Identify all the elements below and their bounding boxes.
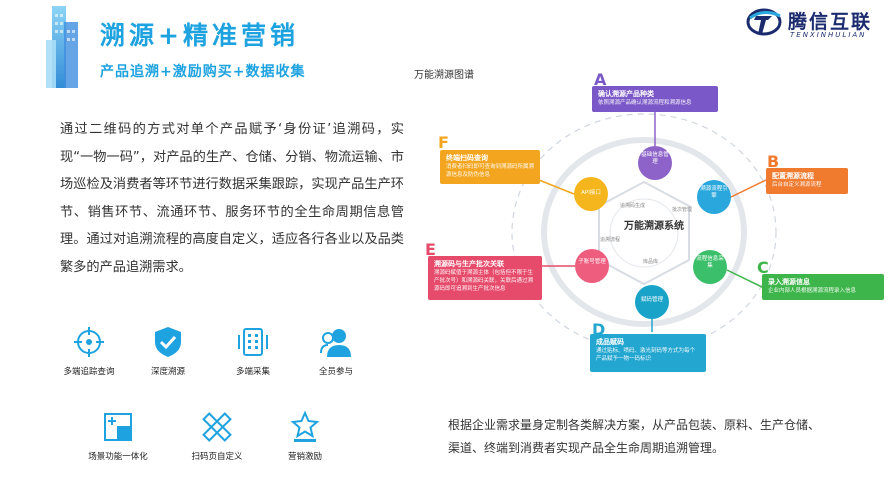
ruler-pencil-icon (202, 412, 232, 442)
feature-item: 营销激励 (260, 410, 350, 462)
node-coding (635, 285, 669, 319)
box-letter: E (425, 240, 436, 259)
traceability-diagram (511, 110, 777, 351)
box-letter: C (757, 258, 769, 277)
target-icon (74, 327, 104, 357)
step-box-b: 配置溯源流程 后台自定义溯源流程 (766, 168, 848, 194)
feature-label: 营销激励 (287, 452, 322, 462)
feature-item: 全员参与 (291, 325, 381, 377)
box-text: 消费者扫码即可查询到溯源码所属溯源信息及防伪信息 (446, 164, 535, 178)
box-text: 溯源码赋值于溯源主体（包括但不限于生产批次号）和溯源码关联，关联后通过溯源码即可… (434, 270, 534, 292)
page-subtitle: 产品追溯+激励购买+数据收集 (100, 64, 306, 80)
box-title: 终端扫码查询 (446, 154, 488, 162)
center-sub-label: 库品库 (643, 259, 659, 265)
shield-check-icon (155, 327, 181, 357)
center-sub-label: 追溯码生成 (620, 203, 646, 209)
node-flow-engine (697, 180, 731, 214)
step-box-d: 成品赋码 通过贴标、喷码、激光刻码等方式为每个产品赋予一物一码标识 (590, 334, 706, 372)
center-sub-label: 批次管理 (672, 207, 693, 213)
feature-item: 扫码页自定义 (172, 410, 262, 462)
step-box-a: 确认溯源产品种类 依照溯源产品确认溯源流程和溯源信息 (592, 86, 718, 112)
node-api (574, 177, 608, 211)
box-text: 企业内部人员根据溯源流程录入信息 (768, 288, 857, 294)
multi-device-icon (238, 328, 268, 356)
box-text: 后台自定义溯源流程 (772, 182, 822, 188)
feature-label: 多端追踪查询 (63, 367, 115, 377)
box-title: 配置溯源流程 (772, 172, 814, 180)
node-label: 子账号管理 (578, 259, 606, 265)
feature-item: 场景功能一体化 (73, 410, 163, 462)
solution-description: 根据企业需求量身定制各类解决方案，从产品包装、原料、生产仓储、渠道、终端到消费者… (448, 418, 821, 455)
node-label: API接口 (581, 190, 601, 196)
diagram-center-label: 万能溯源系统 (624, 221, 684, 232)
scene-icon (104, 413, 132, 441)
feature-label: 深度溯源 (150, 367, 185, 377)
node-label: 基础信息管理 (641, 152, 669, 165)
center-sub-label: 追溯流程 (600, 237, 621, 243)
step-box-e: 溯源码与生产批次关联 溯源码赋值于溯源主体（包括但不限于生产批次号）和溯源码关联… (428, 256, 542, 300)
users-icon (320, 329, 351, 357)
feature-label: 场景功能一体化 (88, 452, 148, 462)
node-sub-account (575, 249, 609, 283)
brand-logo: 腾信互联 TENXINHULIAN (746, 4, 886, 40)
step-box-f: 终端扫码查询 消费者扫码即可查询到溯源码所属溯源信息及防伪信息 (440, 150, 540, 184)
feature-label: 全员参与 (318, 367, 353, 377)
logo-text-en: TENXINHULIAN (790, 31, 867, 39)
box-title: 成品赋码 (596, 338, 624, 346)
feature-label: 多端采集 (235, 367, 270, 377)
node-flow-collect (693, 250, 727, 284)
box-text: 通过贴标、喷码、激光刻码等方式为每个产品赋予一物一码标识 (596, 348, 696, 362)
node-basic-info (638, 146, 672, 180)
node-label: 赋码管理 (640, 297, 663, 303)
node-label: 溯源流程引擎 (700, 186, 728, 199)
feature-item: 多端采集 (208, 325, 298, 377)
node-label: 流程信息采集 (696, 256, 724, 269)
feature-label: 扫码页自定义 (191, 452, 243, 462)
box-letter: A (594, 70, 607, 89)
intro-paragraph: 通过二维码的方式对单个产品赋予‘身份证’追溯码，实现“一物一码”，对产品的生产、… (60, 122, 404, 275)
logo-mark-icon (746, 8, 782, 36)
page-title: 溯源+精准营销 (100, 21, 299, 50)
diagram-title: 万能溯源图谱 (414, 70, 474, 81)
box-letter: F (438, 133, 449, 152)
box-title: 溯源码与生产批次关联 (434, 260, 504, 268)
star-trophy-icon (290, 410, 320, 442)
feature-item: 多端追踪查询 (44, 325, 134, 377)
box-text: 依照溯源产品确认溯源流程和溯源信息 (598, 100, 692, 106)
building-illustration-icon (46, 6, 78, 88)
box-title: 录入溯源信息 (768, 278, 810, 286)
feature-item: 深度溯源 (123, 325, 213, 377)
step-box-c: 录入溯源信息 企业内部人员根据溯源流程录入信息 (762, 274, 884, 300)
logo-text-cn: 腾信互联 (788, 11, 873, 33)
box-letter: B (767, 152, 780, 171)
box-title: 确认溯源产品种类 (598, 90, 654, 98)
